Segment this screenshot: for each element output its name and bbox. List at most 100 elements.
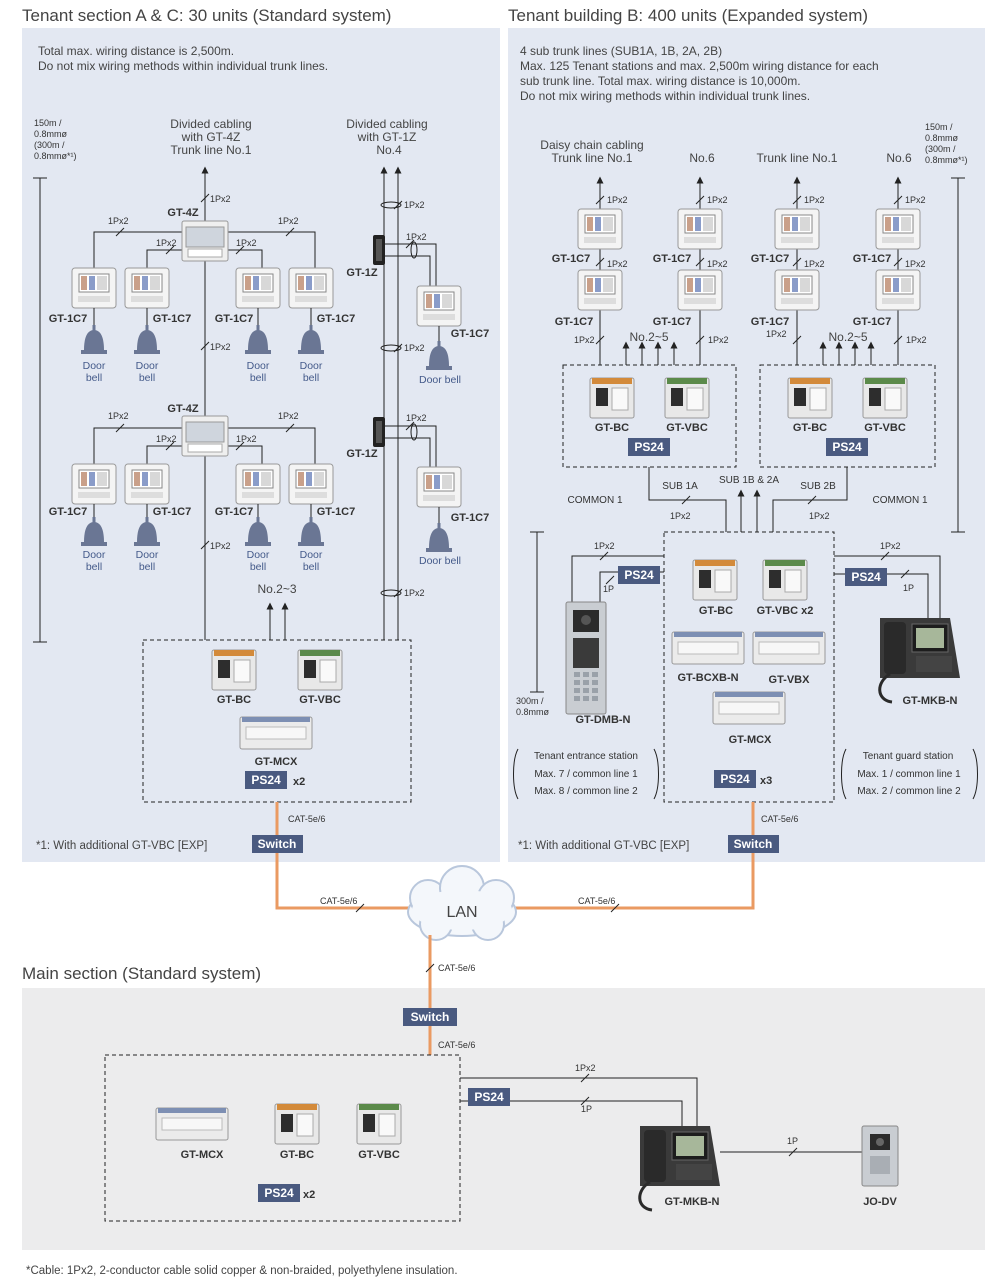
ps24-label: PS24 <box>720 772 750 786</box>
b-distance-4: 0.8mmø*¹) <box>925 155 968 165</box>
gtvbx-label: GT-VBX <box>769 674 811 686</box>
b-note-2: Max. 125 Tenant stations and max. 2,500m… <box>520 59 879 73</box>
gtbc-device <box>787 377 833 419</box>
gt1c7-label: GT-1C7 <box>215 506 254 518</box>
wire-label: 1Px2 <box>210 194 231 204</box>
wire-label: 1Px2 <box>278 216 299 226</box>
gtvbc-device <box>664 377 710 419</box>
wire-label: 1Px2 <box>607 195 628 205</box>
wire-label: 1Px2 <box>574 335 595 345</box>
ac-distance-4: 0.8mmø*¹) <box>34 151 77 161</box>
gt1c7-label: GT-1C7 <box>653 316 692 328</box>
gt1c7-label: GT-1C7 <box>853 316 892 328</box>
ps24-badge <box>245 771 287 789</box>
gtmcx-device <box>712 691 786 725</box>
doorbell-label: bell <box>86 561 102 573</box>
ac-distance-3: (300m / <box>34 140 65 150</box>
no25-arrows-right <box>819 341 875 365</box>
gt4z-device <box>181 415 229 457</box>
doorbell-label: Door <box>136 360 159 372</box>
sub-box-left <box>562 364 737 468</box>
entrance-note-2: Max. 7 / common line 1 <box>534 769 638 780</box>
guard-note-2: Max. 1 / common line 1 <box>857 769 961 780</box>
gtdmbn-label: GT-DMB-N <box>576 714 631 726</box>
switch-label: Switch <box>258 837 297 851</box>
gtvbc-device <box>762 559 808 601</box>
switch-label: Switch <box>734 837 773 851</box>
cat-label: CAT-5e/6 <box>320 896 357 906</box>
common1-label: COMMON 1 <box>568 495 623 506</box>
wire-label: 1P <box>903 583 914 593</box>
doorbell-icon <box>426 341 452 370</box>
gtmkbn-label: GT-MKB-N <box>665 1196 720 1208</box>
div1z-caption-1: Divided cabling <box>346 117 427 131</box>
wire-label: 1Px2 <box>108 216 129 226</box>
gt1c7-monitor <box>416 466 462 508</box>
wire-label: 1Px2 <box>575 1063 596 1073</box>
ps24-badge <box>628 438 670 456</box>
gtvbc-device <box>297 649 343 691</box>
wire-label: 1Px2 <box>707 195 728 205</box>
cat-label: CAT-5e/6 <box>761 814 798 824</box>
wire-label: 1P <box>787 1136 798 1146</box>
ac-footnote: *1: With additional GT-VBC [EXP] <box>36 840 208 852</box>
switch-badge <box>728 835 779 853</box>
wire-label: 1Px2 <box>880 541 901 551</box>
ps24-label: PS24 <box>851 570 881 584</box>
ps24-label: PS24 <box>251 773 281 787</box>
wire-label: 1Px2 <box>905 195 926 205</box>
wire-label: 1Px2 <box>156 434 177 444</box>
b-note-1: 4 sub trunk lines (SUB1A, 1B, 2A, 2B) <box>520 44 723 58</box>
wire-label: 1P <box>603 584 614 594</box>
ac-note-1: Total max. wiring distance is 2,500m. <box>38 44 235 58</box>
no6-caption: No.6 <box>886 151 912 165</box>
cat-label: CAT-5e/6 <box>578 896 615 906</box>
gtbc-label: GT-BC <box>595 422 629 434</box>
doorbell-label: Door <box>83 360 106 372</box>
wire-label: 1Px2 <box>707 259 728 269</box>
gtvbc-device <box>862 377 908 419</box>
wire-label: 1Px2 <box>708 335 729 345</box>
doorbell-label: bell <box>303 372 319 384</box>
gtbc-label: GT-BC <box>280 1149 314 1161</box>
wire-label: 1Px2 <box>594 541 615 551</box>
ps24-badge <box>714 770 756 788</box>
wire-label: 1Px2 <box>210 541 231 551</box>
ps24-badge <box>468 1088 510 1106</box>
guard-note-3: Max. 2 / common line 2 <box>857 786 961 797</box>
gt1c7-monitor <box>416 285 462 327</box>
wire-label: 1Px2 <box>804 259 825 269</box>
upper-monitor-row <box>71 267 334 354</box>
switch-label: Switch <box>411 1010 450 1024</box>
doorbell-label: bell <box>303 561 319 573</box>
ps24-badge <box>826 438 868 456</box>
no6-caption: No.6 <box>689 151 715 165</box>
ps24-label: PS24 <box>832 440 862 454</box>
doorbell-label: Door <box>247 549 270 561</box>
no25-caption: No.2~5 <box>629 330 668 344</box>
wire-label: 1Px2 <box>404 588 425 598</box>
b-distance-2: 0.8mmø <box>925 133 959 143</box>
wire-label: 1Px2 <box>108 411 129 421</box>
doorbell-label: Door <box>136 549 159 561</box>
jodv-device <box>861 1125 899 1187</box>
lan-cloud-icon <box>407 865 517 941</box>
gtbc-label: GT-BC <box>699 605 733 617</box>
daisy-columns <box>577 176 921 365</box>
b-distance-300-1: 300m / <box>516 696 544 706</box>
ac-distance-1: 150m / <box>34 118 62 128</box>
wire-label: 1Px2 <box>670 511 691 521</box>
gtmcx-label: GT-MCX <box>729 734 772 746</box>
wire-label: 1Px2 <box>766 329 787 339</box>
gt1z-label: GT-1Z <box>346 267 377 279</box>
gt1c7-label: GT-1C7 <box>555 316 594 328</box>
gt1c7-label: GT-1C7 <box>451 328 490 340</box>
daisy-caption-2: Trunk line No.1 <box>552 151 633 165</box>
gt1c7-label: GT-1C7 <box>751 316 790 328</box>
gt1c7-label: GT-1C7 <box>853 253 892 265</box>
gt1c7-label: GT-1C7 <box>215 313 254 325</box>
b-distance-3: (300m / <box>925 144 956 154</box>
doorbell-label: bell <box>86 372 102 384</box>
gt4z-device <box>181 220 229 262</box>
entrance-note-3: Max. 8 / common line 2 <box>534 786 638 797</box>
